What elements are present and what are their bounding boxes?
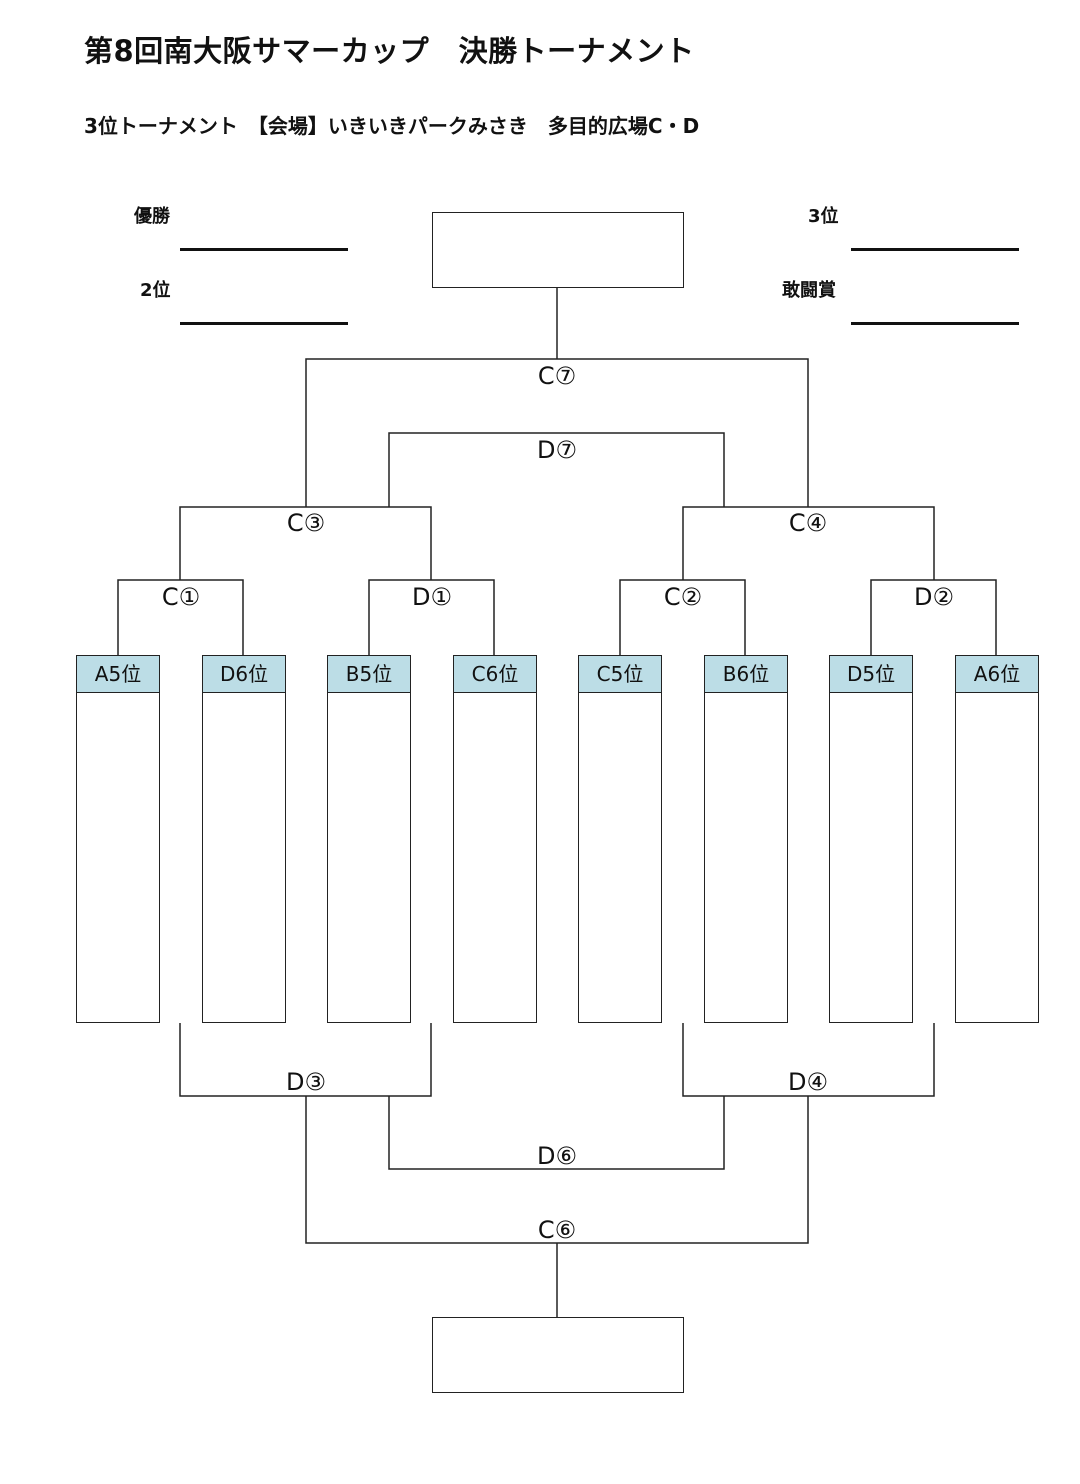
bracket-line-d2 [870,579,997,655]
match-label-d2: D② [914,583,954,611]
match-label-c2: C② [663,583,703,611]
team-slot[interactable]: C6位 [453,655,537,1023]
match-label-c4: C④ [788,509,828,537]
team-slot[interactable]: A6位 [955,655,1039,1023]
team-slot-label: A5位 [77,656,159,693]
team-slot[interactable]: B5位 [327,655,411,1023]
team-slot-label: B5位 [328,656,410,693]
match-label-c1: C① [161,583,201,611]
page-subtitle: 3位トーナメント 【会場】いきいきパークみさき 多目的広場C・D [84,114,700,138]
team-slot-label: C6位 [454,656,536,693]
match-label-d1: D① [412,583,452,611]
team-slot-label: D5位 [830,656,912,693]
bracket-line-c2 [619,579,746,655]
award-label-winner: 優勝 [134,206,170,227]
match-label-d6: D⑥ [537,1142,577,1170]
team-slot-label: B6位 [705,656,787,693]
bracket-line-c4 [682,506,935,580]
award-line-winner[interactable] [180,248,348,251]
team-slot[interactable]: A5位 [76,655,160,1023]
match-label-d4: D④ [788,1068,828,1096]
bracket-line-d1 [368,579,495,655]
team-slot[interactable]: B6位 [704,655,788,1023]
match-label-c6: C⑥ [537,1216,577,1244]
team-slot[interactable]: C5位 [578,655,662,1023]
bracket-line-d6 [388,1096,725,1170]
match-label-d3: D③ [286,1068,326,1096]
bracket-line-c7 [305,358,809,507]
bottom-result-box[interactable] [432,1317,684,1393]
match-label-d7: D⑦ [537,436,577,464]
bracket-line-c1 [117,579,244,655]
team-slot-label: A6位 [956,656,1038,693]
team-slot-label: C5位 [579,656,661,693]
match-label-c3: C③ [286,509,326,537]
award-label-second: 2位 [140,280,171,301]
page-title: 第8回南大阪サマーカップ 決勝トーナメント [84,34,695,68]
match-label-c7: C⑦ [537,362,577,390]
award-line-fighting-spirit[interactable] [851,322,1019,325]
award-label-third: 3位 [808,206,839,227]
bracket-line-c3 [179,506,432,580]
award-label-fighting-spirit: 敢闘賞 [782,280,836,301]
bracket-line-d7 [388,432,725,507]
award-line-third[interactable] [851,248,1019,251]
top-result-box[interactable] [432,212,684,288]
award-line-second[interactable] [180,322,348,325]
team-slot[interactable]: D6位 [202,655,286,1023]
team-slot-label: D6位 [203,656,285,693]
team-slot[interactable]: D5位 [829,655,913,1023]
